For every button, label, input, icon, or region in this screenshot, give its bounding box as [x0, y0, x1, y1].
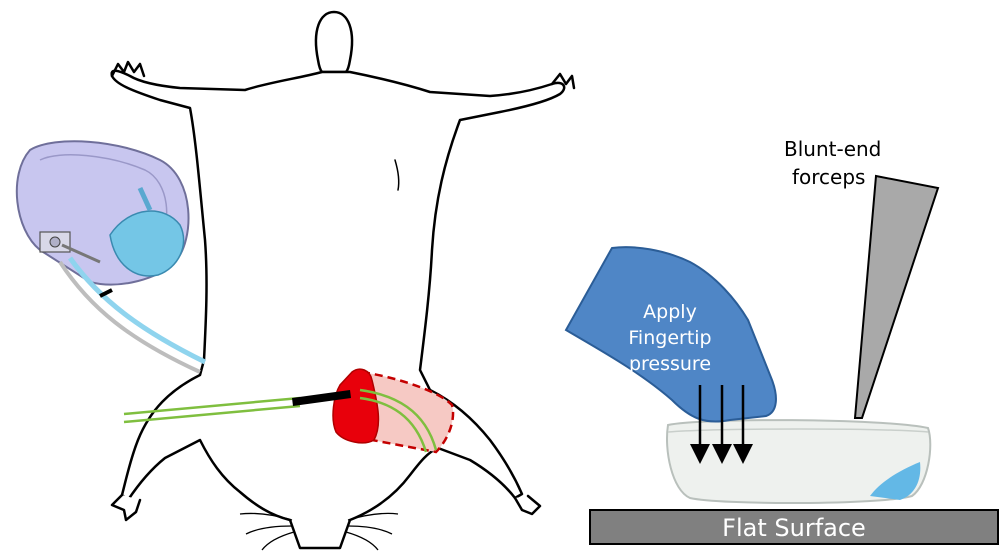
- implantable-pump-icon: [17, 141, 189, 284]
- finger-label-line1: Apply: [643, 301, 697, 323]
- device-container: [667, 420, 930, 503]
- mouse-outline: [112, 12, 574, 548]
- forceps-icon: [855, 176, 938, 418]
- flat-surface-label: Flat Surface: [722, 514, 866, 542]
- finger-label-line3: pressure: [629, 353, 711, 375]
- forceps-label-line1: Blunt-end: [784, 137, 881, 161]
- forceps-label-line2: forceps: [792, 165, 865, 189]
- finger-label-line2: Fingertip: [628, 327, 711, 349]
